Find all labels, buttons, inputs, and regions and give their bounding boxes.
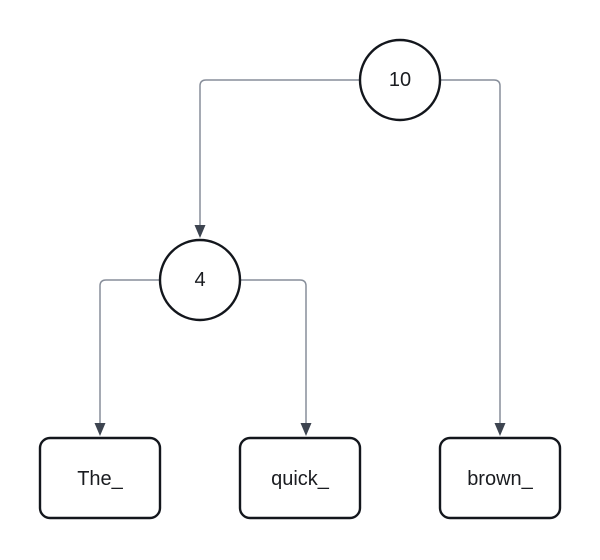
edge-line bbox=[199, 79, 360, 226]
node-10[interactable]: 10 bbox=[358, 38, 442, 122]
node-label: 10 bbox=[389, 69, 411, 91]
arrowhead-icon bbox=[94, 423, 106, 436]
node-4[interactable]: 4 bbox=[158, 238, 242, 322]
edge-4-to-quick bbox=[240, 279, 312, 436]
edge-4-to-the bbox=[94, 279, 160, 436]
edge-line bbox=[99, 279, 160, 424]
edge-line bbox=[240, 279, 307, 424]
rect-shape[interactable] bbox=[38, 436, 162, 520]
node-label: brown_ bbox=[467, 468, 533, 490]
arrowhead-icon bbox=[494, 423, 506, 436]
node-label: quick_ bbox=[271, 468, 330, 490]
edge-line bbox=[440, 79, 501, 424]
arrowhead-icon bbox=[300, 423, 312, 436]
edge-10-to-brown bbox=[440, 79, 506, 436]
arrowhead-icon bbox=[194, 225, 206, 238]
node-label: 4 bbox=[194, 269, 205, 291]
edges-layer bbox=[94, 79, 506, 436]
leaf-the[interactable]: The_ bbox=[38, 436, 162, 520]
rect-shape[interactable] bbox=[238, 436, 362, 520]
circle-shape[interactable] bbox=[158, 238, 242, 322]
node-label: The_ bbox=[77, 468, 123, 490]
rect-shape[interactable] bbox=[438, 436, 562, 520]
circle-shape[interactable] bbox=[358, 38, 442, 122]
leaf-quick[interactable]: quick_ bbox=[238, 436, 362, 520]
edge-10-to-4 bbox=[194, 79, 360, 238]
leaf-brown[interactable]: brown_ bbox=[438, 436, 562, 520]
